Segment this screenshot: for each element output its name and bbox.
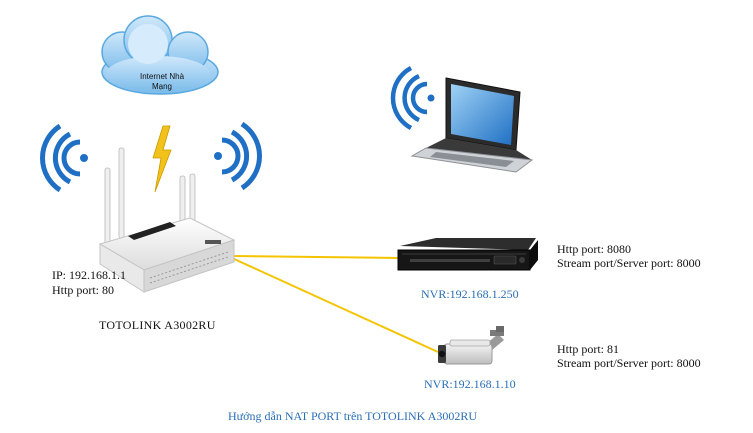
nvr-stream-port-label: Stream port/Server port: 8000	[557, 256, 701, 270]
wifi-icon	[214, 121, 262, 191]
cloud-label: Internet Nhà Mạng	[132, 72, 192, 92]
router-icon	[98, 147, 236, 293]
cloud-icon	[101, 15, 219, 95]
nvr-recorder-icon	[397, 238, 538, 271]
bullet-camera-icon	[438, 326, 504, 365]
router-name-label: TOTOLINK A3002RU	[99, 318, 216, 332]
lightning-icon	[152, 125, 172, 193]
diagram-caption: Hướng dẫn NAT PORT trên TOTOLINK A3002RU	[228, 409, 478, 423]
router-http-port-label: Http port: 80	[52, 283, 114, 297]
router-ip-label: IP: 192.168.1.1	[52, 268, 127, 282]
camera-stream-port-label: Stream port/Server port: 8000	[557, 356, 701, 370]
camera-http-port-label: Http port: 81	[557, 342, 619, 356]
wifi-icon	[390, 66, 435, 130]
nvr-http-port-label: Http port: 8080	[557, 242, 631, 256]
cable-links	[231, 255, 439, 353]
cloud-label-line-2: Mạng	[151, 82, 172, 91]
laptop-icon	[410, 77, 534, 173]
wifi-icon	[40, 123, 88, 193]
camera-ip-label: NVR:192.168.1.10	[424, 377, 516, 391]
cloud-label-line-1: Internet Nhà	[139, 72, 185, 81]
nvr-ip-label: NVR:192.168.1.250	[421, 287, 519, 301]
